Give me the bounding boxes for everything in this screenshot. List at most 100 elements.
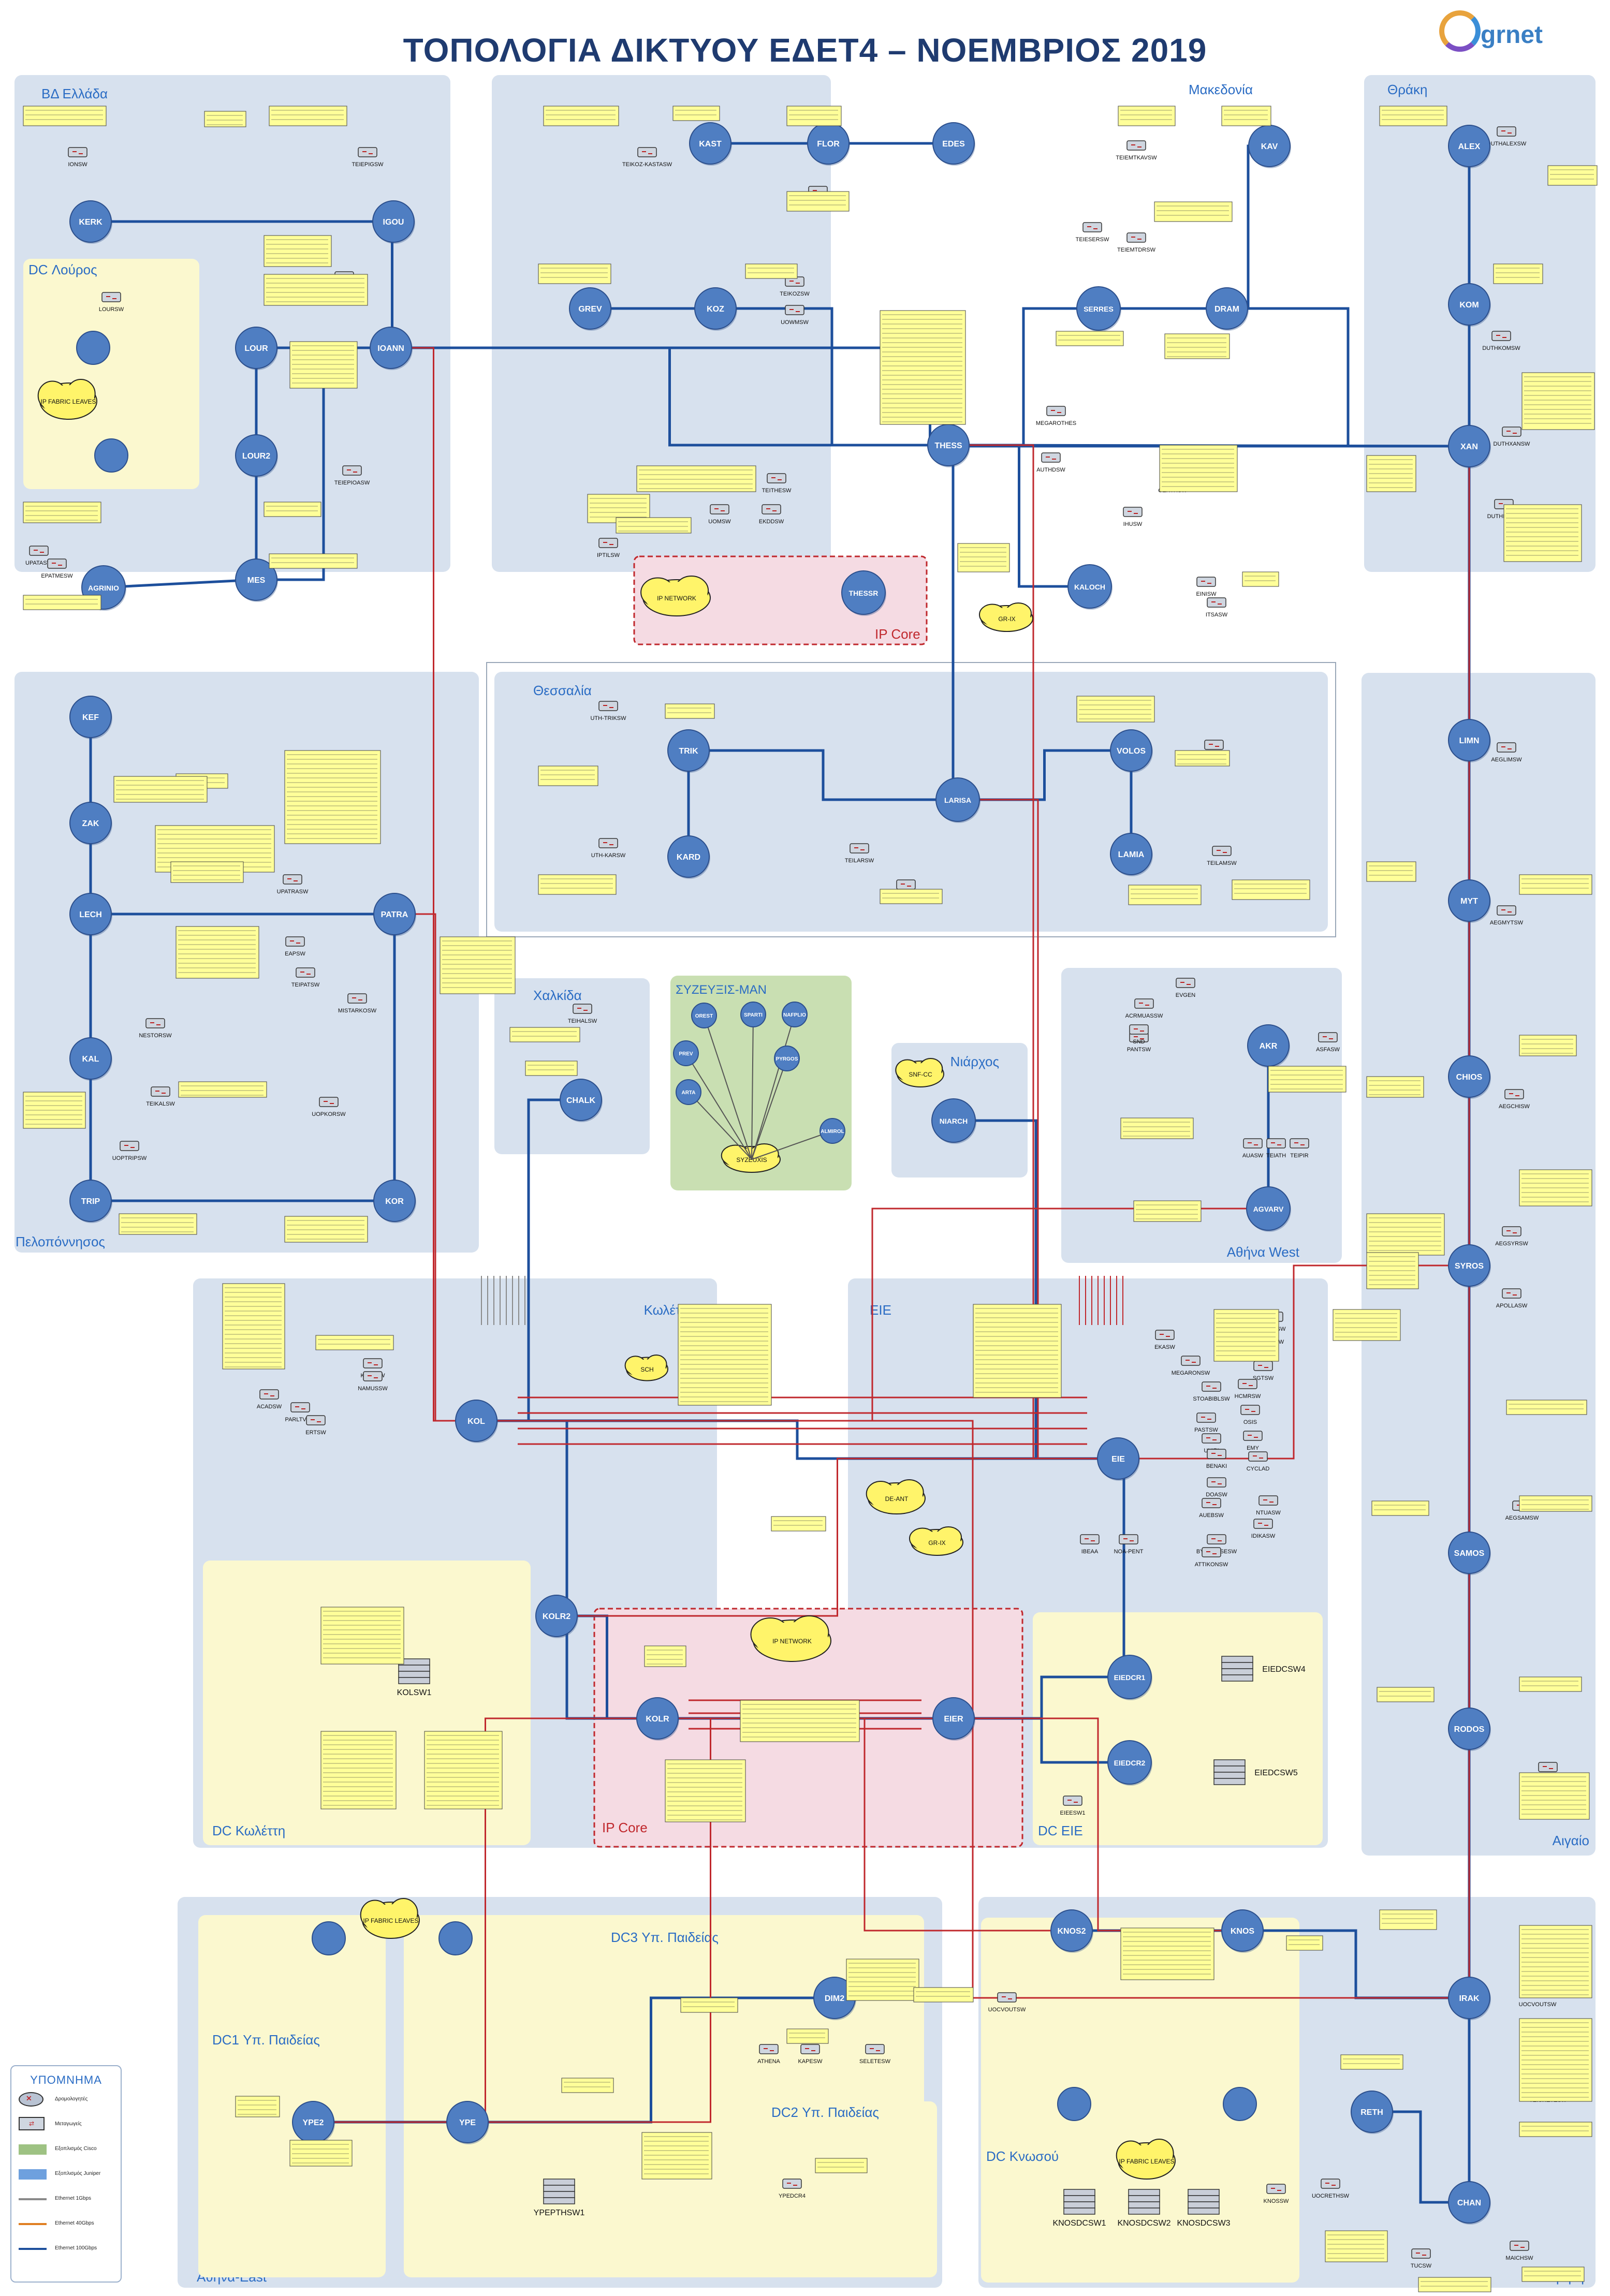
router-eie[interactable]: EIE: [1097, 1437, 1140, 1481]
router-icon: [1448, 879, 1490, 922]
router-lour[interactable]: LOUR: [235, 327, 278, 370]
router-koz[interactable]: KOZ: [694, 287, 737, 331]
router-kal[interactable]: KAL: [69, 1037, 112, 1081]
cloud-snf-cc-label: SNF-CC: [909, 1071, 932, 1078]
switch-icon: [1207, 1477, 1226, 1488]
router-icon: [932, 1697, 975, 1740]
router-chalk[interactable]: CHALK: [560, 1079, 603, 1122]
router-serres[interactable]: SERRES: [1076, 286, 1121, 332]
switch-pastsw-label: PASTSW: [1194, 1427, 1218, 1433]
syzeuxis-node-almirol: [819, 1118, 845, 1144]
router-patra[interactable]: PATRA: [373, 893, 416, 936]
switch-teiepigsw: TEIEPIGSW: [352, 147, 384, 168]
router-chalk-label: CHALK: [566, 1096, 595, 1105]
switch-icon: [1207, 1449, 1226, 1459]
router-kard[interactable]: KARD: [667, 835, 710, 879]
router-irak[interactable]: IRAK: [1448, 1977, 1491, 2020]
router-kav[interactable]: KAV: [1248, 125, 1291, 168]
region-dc-lourou: DC Λούρος: [23, 259, 199, 489]
switch-noa-pent-label: NOA-PENT: [1114, 1549, 1144, 1555]
port-label-box: [957, 543, 1010, 572]
switch-hcmrsw: HCMRSW: [1235, 1379, 1261, 1400]
page-title: ΤΟΠΟΛΟΓΙΑ ΔΙΚΤΥΟΥ ΕΔΕΤ4 – ΝΟΕΜΒΡΙΟΣ 2019: [403, 32, 1207, 69]
router-myt-label: MYT: [1460, 897, 1478, 906]
router-mes[interactable]: MES: [235, 558, 278, 602]
switch-eapsw: EAPSW: [285, 936, 305, 957]
router-syros[interactable]: SYROS: [1448, 1244, 1491, 1288]
router-rodos[interactable]: RODOS: [1448, 1708, 1491, 1751]
router-dim2[interactable]: DIM2: [813, 1977, 856, 2020]
switch-icon: [342, 465, 362, 476]
legend-line-icon: [19, 2191, 50, 2207]
dc-switch-knosdcsw1-label: KNOSDCSW1: [1052, 2219, 1106, 2228]
switch-ibeaa: IBEAA: [1080, 1534, 1100, 1555]
switch-arrow-icon: [1211, 1453, 1222, 1456]
router-icon: [373, 1180, 416, 1222]
router-kolr[interactable]: KOLR: [636, 1697, 679, 1741]
region-syzeuxis-area: [670, 976, 852, 1190]
router-trik[interactable]: TRIK: [667, 729, 710, 773]
router-igou[interactable]: IGOU: [372, 200, 415, 244]
router-dram[interactable]: DRAM: [1206, 287, 1249, 331]
router-eier[interactable]: EIER: [932, 1697, 975, 1741]
router-kor[interactable]: KOR: [373, 1180, 416, 1223]
port-label-box: [1154, 201, 1233, 222]
switch-arrow-icon: [1160, 1334, 1170, 1337]
router-edes[interactable]: EDES: [932, 122, 975, 166]
router-xan[interactable]: XAN: [1448, 425, 1491, 468]
router-lamia[interactable]: LAMIA: [1110, 833, 1153, 876]
router-volos-label: VOLOS: [1117, 747, 1146, 756]
router-chan[interactable]: CHAN: [1448, 2181, 1491, 2225]
switch-aegmytsw: AEGMYTSW: [1490, 905, 1524, 926]
router-ioann[interactable]: IOANN: [370, 327, 413, 370]
router-ype-label: YPE: [459, 2118, 476, 2127]
router-kol[interactable]: KOL: [455, 1400, 498, 1443]
router-trip[interactable]: TRIP: [69, 1180, 112, 1223]
router-larisa-label: LARISA: [944, 796, 971, 804]
switch-uoptripsw: UOPTRIPSW: [112, 1141, 147, 1161]
router-ype2[interactable]: YPE2: [292, 2101, 335, 2144]
router-eiedcr1[interactable]: EIEDCR1: [1107, 1655, 1152, 1700]
router-myt[interactable]: MYT: [1448, 879, 1491, 923]
router-alex[interactable]: ALEX: [1448, 125, 1491, 168]
router-larisa[interactable]: LARISA: [935, 777, 980, 823]
router-flor[interactable]: FLOR: [807, 122, 850, 166]
router-kaloch[interactable]: KALOCH: [1067, 564, 1113, 610]
router-reth[interactable]: RETH: [1351, 2091, 1394, 2134]
router-lech[interactable]: LECH: [69, 893, 112, 936]
switch-stack-icon: [1188, 2195, 1220, 2202]
switch-arrow-icon: [870, 2048, 880, 2051]
router-volos[interactable]: VOLOS: [1110, 729, 1153, 773]
router-grev[interactable]: GREV: [569, 287, 612, 331]
switch-ionsw-label: IONSW: [68, 161, 87, 168]
router-dim2-label: DIM2: [825, 1994, 844, 2003]
router-chios[interactable]: CHIOS: [1448, 1055, 1491, 1099]
router-agvarv[interactable]: AGVARV: [1246, 1186, 1291, 1232]
router-limn[interactable]: LIMN: [1448, 719, 1491, 762]
router-kolr2[interactable]: KOLR2: [535, 1595, 578, 1638]
router-samos[interactable]: SAMOS: [1448, 1532, 1491, 1575]
router-ype[interactable]: YPE: [446, 2101, 489, 2144]
router-kom[interactable]: KOM: [1448, 283, 1491, 327]
link-100g-trik-larisa: [689, 749, 958, 801]
legend-swatch-icon: [19, 2167, 50, 2182]
router-eiedcr2[interactable]: EIEDCR2: [1107, 1740, 1152, 1786]
router-lour2[interactable]: LOUR2: [235, 434, 278, 478]
port-label-box: [289, 341, 358, 389]
cloud-syzeuxis-label: SYZEUXIS: [736, 1156, 767, 1164]
router-niarch[interactable]: NIARCH: [931, 1098, 976, 1144]
switch-sgtsw-label: SGTSW: [1253, 1375, 1274, 1381]
router-thessr[interactable]: THESSR: [841, 570, 886, 616]
switch-icon: [120, 1141, 139, 1151]
router-kef[interactable]: KEF: [69, 696, 112, 739]
router-thess[interactable]: THESS: [927, 424, 970, 467]
switch-icon: [1502, 426, 1521, 437]
router-kerk[interactable]: KERK: [69, 200, 112, 244]
switch-teiepioasw: TEIEPIOASW: [334, 465, 370, 486]
router-kast[interactable]: KAST: [689, 122, 732, 166]
cloud-de-ant: DE-ANT: [866, 1479, 926, 1514]
router-zak[interactable]: ZAK: [69, 802, 112, 845]
router-knos2[interactable]: KNOS2: [1050, 1909, 1093, 1953]
router-knos[interactable]: KNOS: [1221, 1909, 1264, 1953]
region-aigaio-label: Αιγαίο: [1553, 1833, 1589, 1848]
